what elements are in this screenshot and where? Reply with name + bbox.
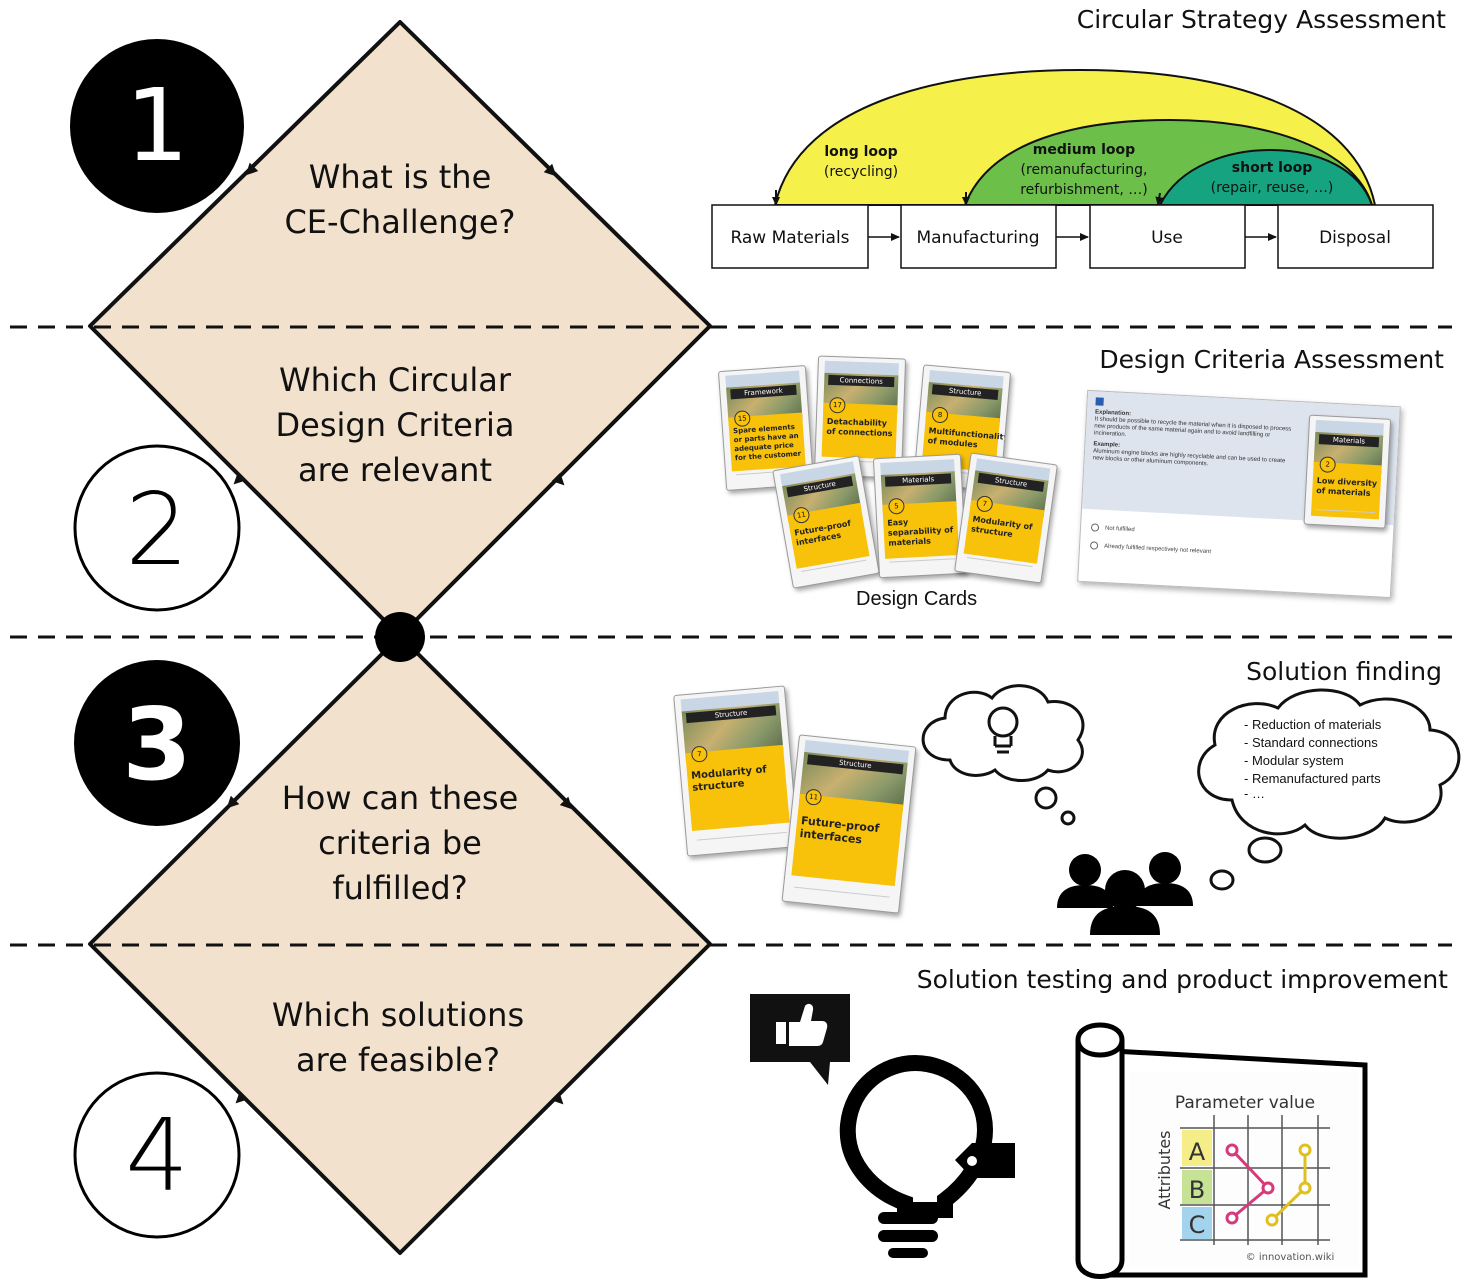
card-txt: Easy separability of materials	[887, 517, 954, 548]
design-card: Materials 5 Easy separability of materia…	[872, 453, 968, 579]
manufacturing-label: Manufacturing	[916, 228, 1039, 248]
parameter-grid	[1180, 1115, 1330, 1245]
long-loop-title: long loop	[824, 144, 897, 160]
form-option-not-fulfilled[interactable]: Not fulfilled	[1090, 523, 1212, 537]
question-line: are feasible?	[296, 1041, 500, 1079]
card-txt: Detachability of connections	[826, 416, 893, 439]
raw-materials-label: Raw Materials	[730, 228, 849, 248]
solution-idea: Remanufactured parts	[1244, 770, 1381, 788]
medium-loop-detail: (remanufacturing,	[1021, 162, 1148, 178]
medium-loop-detail: refurbishment, …)	[1020, 182, 1148, 198]
card-foot	[889, 558, 956, 571]
junction-node	[375, 612, 425, 662]
step-2-number: 2	[125, 471, 189, 588]
step-3-number: 3	[122, 686, 192, 803]
price-tag-icon	[955, 1143, 1015, 1178]
design-cards-label: Design Cards	[856, 588, 978, 610]
step-3-question: How can these criteria be fulfilled?	[250, 776, 550, 911]
solution-idea: Modular system	[1244, 752, 1381, 770]
radio-button-icon[interactable]	[1089, 541, 1099, 550]
step-1-question: What is the CE-Challenge?	[250, 155, 550, 245]
form-design-card: Materials 2 Low diversity of materials	[1303, 414, 1392, 529]
step-4-number: 4	[125, 1097, 189, 1214]
question-line: How can these	[281, 779, 519, 817]
manufacturing-box	[900, 204, 1057, 269]
disposal-label: Disposal	[1319, 228, 1391, 248]
section-title-solution-testing: Solution testing and product improvement	[916, 965, 1448, 994]
grid-row-label: B	[1189, 1176, 1205, 1204]
solution-card: Structure 11 Future-proof interfaces	[781, 734, 917, 914]
use-box	[1089, 204, 1246, 269]
step-1-circle	[70, 39, 244, 213]
solution-ideas-list: Reduction of materials Standard connecti…	[1244, 716, 1381, 800]
solution-idea: Standard connections	[1244, 734, 1381, 752]
step-2-circle	[73, 444, 241, 612]
raw-materials-box	[711, 204, 869, 269]
step-3-circle	[74, 660, 240, 826]
card-foot	[793, 886, 890, 906]
question-line: Which Circular	[278, 361, 512, 399]
people-group-icon	[1057, 852, 1193, 935]
question-line: CE-Challenge?	[284, 203, 516, 241]
grid-axis-label: Attributes	[1155, 1131, 1174, 1210]
section-title-solution-finding: Solution finding	[1246, 657, 1442, 686]
question-line: Which solutions	[271, 996, 525, 1034]
grid-row-label: C	[1189, 1211, 1206, 1239]
diamond-step-3	[88, 634, 712, 1255]
step-1-number: 1	[125, 67, 189, 184]
thumbs-up-speech-icon	[750, 994, 850, 1085]
solution-idea: Reduction of materials	[1244, 716, 1381, 734]
grid-title: Parameter value	[1175, 1093, 1315, 1113]
step-4-circle	[73, 1071, 241, 1239]
section-title-circular-strategy: Circular Strategy Assessment	[1076, 5, 1446, 34]
question-line: criteria be	[318, 824, 482, 862]
question-line: fulfilled?	[332, 869, 468, 907]
lightbulb-icon	[987, 706, 1019, 754]
card-txt: Spare elements or parts have an adequate…	[732, 422, 802, 463]
short-loop-title: short loop	[1232, 160, 1312, 176]
question-line: What is the	[308, 158, 492, 196]
solution-card: Structure 7 Modularity of structure	[673, 685, 799, 857]
disposal-box	[1277, 204, 1434, 269]
card-txt: Low diversity of materials	[1316, 476, 1378, 498]
short-loop-detail: (repair, reuse, …)	[1211, 180, 1334, 196]
solution-testing-illustration: A B C Parameter value Attributes © innov…	[750, 994, 1368, 1279]
use-label: Use	[1151, 228, 1183, 248]
short-loop-arc	[1158, 148, 1374, 206]
scroll-icon	[1075, 1022, 1368, 1279]
design-card: Structure 7 Modularity of structure	[954, 452, 1058, 584]
card-foot	[1314, 509, 1376, 522]
image-credit: © innovation.wiki	[1246, 1252, 1335, 1263]
step-4-question: Which solutions are feasible?	[248, 993, 548, 1083]
step-2-question: Which Circular Design Criteria are relev…	[245, 358, 545, 493]
question-line: are relevant	[297, 451, 492, 489]
assessment-form: Explanation: It should be possible to re…	[1077, 389, 1401, 599]
radio-button-icon[interactable]	[1090, 523, 1100, 532]
card-foot	[696, 831, 788, 849]
question-line: Design Criteria	[275, 406, 515, 444]
circular-loops-diagram: long loop (recycling) medium loop (reman…	[711, 68, 1434, 269]
long-loop-detail: (recycling)	[824, 164, 898, 180]
section-title-design-criteria: Design Criteria Assessment	[1099, 345, 1444, 374]
form-option-fulfilled[interactable]: Already fulfilled respectively not relev…	[1089, 541, 1211, 555]
solution-finding-illustration	[921, 684, 1461, 935]
medium-loop-title: medium loop	[1033, 142, 1135, 158]
grid-row-label: A	[1189, 1138, 1206, 1166]
thought-cloud-icon	[921, 684, 1085, 826]
solution-idea: …	[1244, 787, 1381, 800]
